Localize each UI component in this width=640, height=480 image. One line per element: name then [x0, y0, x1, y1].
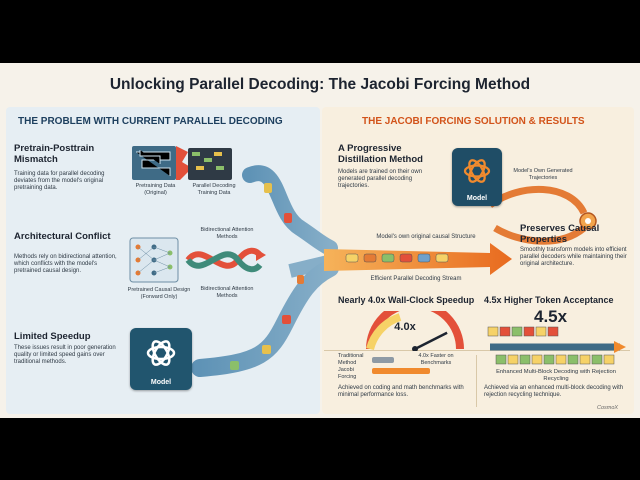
token-blocks — [487, 326, 626, 365]
acceptance-heading: 4.5x Higher Token Acceptance — [484, 295, 614, 305]
page-title: Unlocking Parallel Decoding: The Jacobi … — [109, 76, 531, 93]
infographic: Unlocking Parallel Decoding: The Jacobi … — [0, 63, 640, 418]
traditional-bar — [372, 357, 394, 363]
conflict-body: Methods rely on bidirectional attention,… — [14, 254, 117, 274]
credit-watermark: CosmoX — [597, 405, 619, 411]
speedup-limit-heading: Limited Speedup — [14, 331, 91, 342]
bidirectional-label-top: Bidirectional Attention Methods — [200, 227, 254, 240]
speed-gauge — [366, 311, 464, 351]
mismatch-body: Training data for parallel decoding devi… — [14, 171, 105, 191]
bidirectional-label-bottom: Bidirectional Attention Methods — [200, 286, 254, 299]
top-stream-arrow — [242, 165, 338, 256]
acceptance-caption: Enhanced Multi-Block Decoding with Rejec… — [496, 369, 616, 382]
conflict-heading: Architectural Conflict — [14, 231, 111, 242]
causal-structure-label: Model's own original causal Structure — [376, 234, 476, 240]
mismatch-blocks — [132, 146, 232, 180]
causal-design-label: Pretrained Causal Design (Forward Only) — [127, 287, 191, 300]
distillation-heading: A Progressive Distillation Method — [338, 143, 423, 165]
openai-logo-icon — [146, 340, 176, 366]
acceptance-body: Achieved via an enhanced multi-block dec… — [484, 385, 624, 398]
stream-label: Efficient Parallel Decoding Stream — [370, 276, 462, 282]
jacobi-bar — [372, 368, 430, 374]
flow-arrows — [191, 165, 630, 407]
gauge-needle — [414, 331, 448, 351]
speedup-limit-body: These issues result in poor generation q… — [14, 345, 116, 365]
gauge-value: 4.0x — [394, 321, 416, 333]
trajectory-loop-arrow-bottom — [493, 224, 587, 245]
trajectories-label: Model's Own Generated Trajectories — [513, 168, 573, 181]
solution-header: THE JACOBI FORCING SOLUTION & RESULTS — [362, 116, 585, 127]
parallel-training-data-label: Parallel Decoding Training Data — [192, 183, 236, 196]
model-label-right: Model — [466, 195, 488, 202]
jacobi-label: Jacobi Forcing — [338, 367, 357, 380]
problem-header: THE PROBLEM WITH CURRENT PARALLEL DECODI… — [18, 116, 283, 127]
model-box-right: Model — [452, 148, 502, 206]
distillation-body: Models are trained on their own generate… — [338, 169, 423, 189]
pretraining-data-label: Pretraining Data (Original) — [135, 183, 176, 196]
architecture-diagram — [129, 237, 266, 283]
wallclock-body: Achieved on coding and math benchmarks w… — [338, 385, 464, 398]
model-label-left: Model — [150, 379, 172, 386]
trajectory-loop-arrow-top — [487, 185, 588, 215]
preserves-body: Smoothly transform models into efficient… — [520, 247, 627, 267]
faster-label: 4.0x Faster on Benchmarks — [418, 353, 454, 366]
model-box-left: Model — [130, 328, 192, 390]
openai-logo-icon-right — [463, 159, 491, 183]
acceptance-value: 4.5x — [534, 307, 568, 326]
mismatch-heading: Pretrain-Posttrain Mismatch — [14, 143, 95, 165]
preserves-heading: Preserves Causal Properties — [520, 223, 600, 245]
wallclock-heading: Nearly 4.0x Wall-Clock Speedup — [338, 295, 475, 305]
traditional-label: Traditional Method — [338, 353, 364, 366]
